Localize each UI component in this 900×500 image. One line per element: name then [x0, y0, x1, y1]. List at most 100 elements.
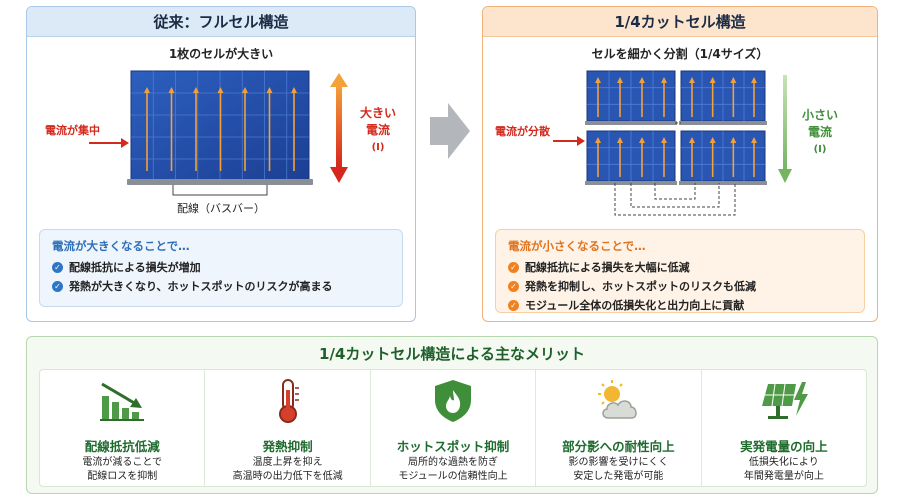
quarter-cell-block — [679, 70, 767, 125]
thermometer-icon — [278, 379, 299, 423]
merit-description-line2: モジュールの信頼性向上 — [398, 471, 508, 482]
merit-description-line2: 高温時の出力低下を低減 — [232, 471, 343, 482]
check-icon: ✓ — [508, 280, 519, 292]
full-cell-note-item: ✓ 発熱が大きくなり、ホットスポットのリスクが高まる — [52, 278, 390, 294]
quarter-cell-block — [679, 130, 767, 185]
check-icon: ✓ — [52, 280, 63, 292]
current-arrow — [595, 137, 601, 177]
panel-rail — [127, 179, 313, 185]
quarter-cut-note-item: ✓ 配線抵抗による損失を大幅に低減 — [508, 259, 852, 275]
merit-actual-generation: 実発電量の向上 低損失化により 年間発電量が向上 — [702, 370, 866, 486]
full-cell-panel: 従来：フルセル構造 1枚のセルが大きい 電流が集中 配線（バスバー） — [26, 6, 416, 322]
small-current-label-line2: 電流 — [807, 125, 832, 139]
small-current-label-line1: 小さい — [801, 108, 838, 122]
merit-hotspot-suppression: ホットスポット抑制 局所的な過熱を防ぎ モジュールの信頼性向上 — [371, 370, 537, 486]
merit-description-line1: 影の影響を受けにくく — [568, 457, 669, 468]
current-arrow — [639, 137, 645, 177]
check-icon: ✓ — [52, 261, 63, 273]
merit-title: 実発電量の向上 — [740, 439, 828, 454]
merit-title: 部分影への耐性向上 — [562, 439, 675, 454]
quarter-cut-note-title: 電流が小さくなることで… — [508, 239, 646, 253]
quarter-cut-diagram — [553, 70, 792, 216]
quarter-cut-note: 電流が小さくなることで… ✓ 配線抵抗による損失を大幅に低減 ✓ 発熱を抑制し、ホッ… — [495, 229, 865, 313]
cell-grid-lines — [131, 71, 309, 181]
merit-partial-shade-tolerance: 部分影への耐性向上 影の影響を受けにくく 安定した発電が可能 — [536, 370, 702, 486]
full-cell-subtitle: 1枚のセルが大きい — [168, 47, 274, 61]
quarter-cell-blocks — [585, 70, 767, 185]
quarter-cell-block — [585, 70, 677, 125]
current-arrow — [242, 87, 248, 171]
current-arrow — [291, 87, 297, 171]
quarter-cut-title: 1/4カットセル構造 — [483, 7, 877, 37]
merit-title: ホットスポット抑制 — [396, 439, 510, 454]
current-flow-arrows — [144, 87, 297, 171]
note-item-text: 発熱が大きくなり、ホットスポットのリスクが高まる — [69, 280, 333, 293]
merit-description-line1: 温度上昇を抑え — [252, 457, 323, 468]
current-arrow — [661, 137, 667, 177]
note-item-text: 配線抵抗による損失を大幅に低減 — [525, 261, 690, 274]
merit-title: 配線抵抗低減 — [84, 439, 160, 454]
merit-description-line1: 低損失化により — [748, 457, 819, 468]
merit-description-line2: 配線ロスを抑制 — [87, 471, 158, 482]
large-current-label: 大きい 電流 (I) — [353, 105, 403, 156]
current-arrow — [144, 87, 150, 171]
current-arrow — [709, 137, 716, 177]
merit-wiring-resistance: 配線抵抗低減 電流が減ることで 配線ロスを抑制 — [40, 370, 206, 486]
merits-row: 配線抵抗低減 電流が減ることで 配線ロスを抑制 発熱抑制 温度上昇を抑え 高温時… — [39, 369, 867, 487]
current-arrow — [751, 137, 757, 177]
full-cell-note: 電流が大きくなることで… ✓ 配線抵抗による損失が増加 ✓ 発熱が大きくなり、ホット… — [39, 229, 403, 307]
current-arrow — [730, 77, 737, 117]
current-arrow — [217, 87, 224, 171]
check-icon: ✓ — [508, 261, 519, 273]
current-arrow — [709, 77, 716, 117]
quarter-cut-note-item: ✓ 発熱を抑制し、ホットスポットのリスクも低減 — [508, 278, 852, 294]
current-concentrated-label: 電流が集中 — [45, 124, 100, 137]
full-cell-note-title: 電流が大きくなることで… — [52, 239, 190, 253]
merit-description-line1: 局所的な過熱を防ぎ — [408, 457, 499, 468]
merit-description-line1: 電流が減ることで — [82, 457, 163, 468]
merit-title: 発熱抑制 — [262, 439, 313, 454]
current-arrow — [751, 77, 757, 117]
merits-title: 1/4カットセル構造による主なメリット — [319, 345, 585, 363]
note-item-text: 配線抵抗による損失が増加 — [69, 261, 201, 274]
current-arrow — [639, 77, 645, 117]
transition-arrow-icon — [430, 103, 470, 159]
sun-cloud-icon — [598, 380, 638, 419]
large-current-label-line1: 大きい — [359, 106, 396, 120]
quarter-cut-subtitle: セルを細かく分割（1/4サイズ） — [591, 47, 769, 61]
merit-heat-suppression: 発熱抑制 温度上昇を抑え 高温時の出力低下を低減 — [205, 370, 371, 486]
note-item-text: モジュール全体の低損失化と出力向上に貢献 — [525, 299, 745, 312]
current-arrow — [661, 77, 667, 117]
large-current-label-line2: 電流 — [365, 123, 390, 137]
current-arrow — [689, 77, 695, 117]
quarter-cell-block — [585, 130, 677, 185]
large-current-label-line3: (I) — [371, 142, 385, 153]
merit-description-line2: 安定した発電が可能 — [573, 471, 664, 482]
small-current-label-line3: (I) — [813, 144, 827, 155]
split-wiring — [614, 122, 736, 216]
busbar-label: 配線（バスバー） — [177, 202, 265, 215]
current-arrow — [266, 87, 273, 171]
merit-description: 低損失化により 年間発電量が向上 — [702, 456, 866, 484]
merit-description: 影の影響を受けにくく 安定した発電が可能 — [536, 456, 700, 484]
current-in-arrow — [121, 138, 129, 148]
full-cell-title: 従来：フルセル構造 — [27, 7, 415, 37]
merit-description: 温度上昇を抑え 高温時の出力低下を低減 — [205, 456, 369, 484]
current-arrow — [617, 77, 623, 117]
check-icon: ✓ — [508, 299, 519, 311]
busbar-wiring — [172, 185, 268, 196]
merit-description-line2: 年間発電量が向上 — [743, 471, 824, 482]
current-in-arrow — [577, 136, 585, 146]
current-arrow — [193, 87, 199, 171]
full-cell-note-item: ✓ 配線抵抗による損失が増加 — [52, 259, 390, 275]
merit-description: 局所的な過熱を防ぎ モジュールの信頼性向上 — [371, 456, 535, 484]
quarter-cut-note-item: ✓ モジュール全体の低損失化と出力向上に貢献 — [508, 297, 852, 313]
merits-section: 1/4カットセル構造による主なメリット 配線抵抗低減 電流が減ることで 配線ロス… — [26, 336, 878, 494]
note-item-text: 発熱を抑制し、ホットスポットのリスクも低減 — [525, 280, 756, 293]
current-arrow — [617, 137, 623, 177]
current-arrow — [595, 77, 601, 117]
solar-panel-bolt-icon — [761, 382, 808, 419]
small-current-label: 小さい 電流 (I) — [795, 107, 845, 158]
quarter-cut-panel: 1/4カットセル構造 セルを細かく分割（1/4サイズ） 電流が分散 — [482, 6, 878, 322]
shield-flame-icon — [435, 380, 472, 422]
